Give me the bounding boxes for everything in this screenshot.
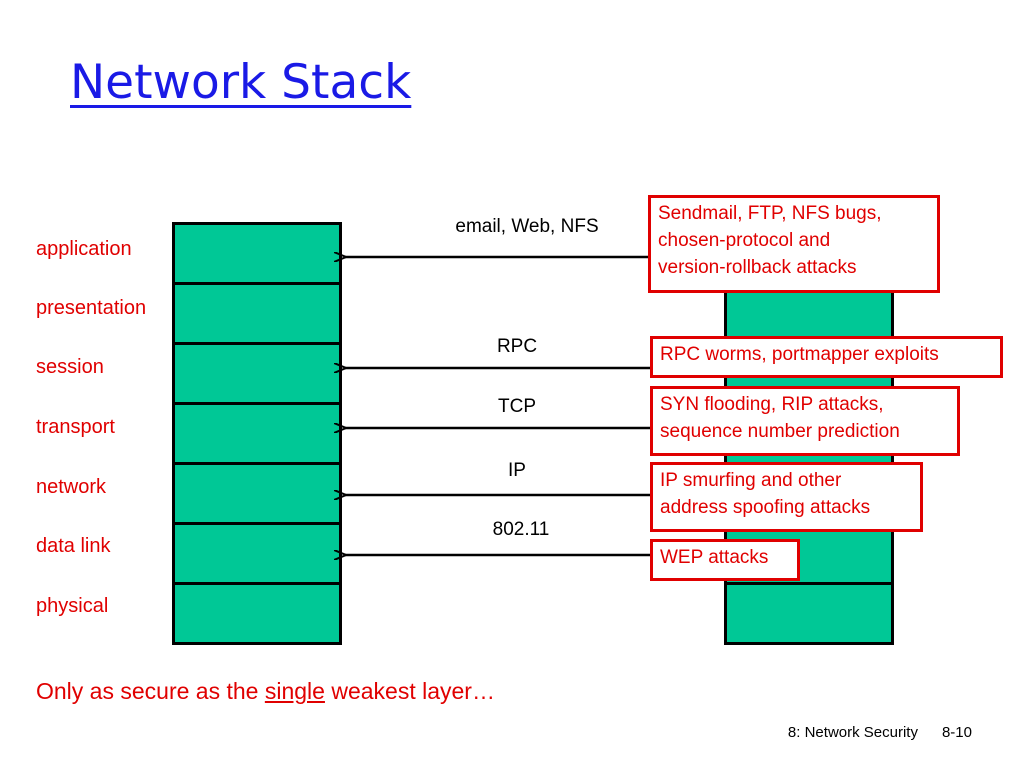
protocol-label-ip: IP	[508, 460, 526, 481]
conclusion-text-before: Only as secure as the	[36, 678, 265, 704]
slide-title: Network Stack	[70, 55, 412, 110]
stack-layer-block	[175, 225, 339, 285]
stack-layer-block	[175, 525, 339, 585]
stack-layer-block	[175, 285, 339, 345]
left-protocol-stack	[172, 222, 342, 645]
attack-box-session: RPC worms, portmapper exploits	[650, 336, 1003, 378]
stack-layer-block	[727, 525, 891, 585]
attack-box-data-link: WEP attacks	[650, 539, 800, 581]
attack-box-application: Sendmail, FTP, NFS bugs, chosen-protocol…	[648, 195, 940, 293]
footer-page-number: 8-10	[941, 724, 972, 741]
protocol-label-tcp: TCP	[498, 396, 536, 417]
layer-label-physical: physical	[36, 595, 109, 617]
stack-layer-block	[175, 405, 339, 465]
protocol-label-application: email, Web, NFS	[455, 216, 599, 237]
protocol-label-rpc: RPC	[496, 336, 538, 357]
protocol-label-802-11: 802.11	[492, 519, 550, 540]
footer-chapter: 8: Network Security	[787, 724, 918, 741]
layer-label-transport: transport	[36, 416, 115, 438]
slide-footer: 8: Network Security 8-10	[788, 724, 972, 741]
layer-label-session: session	[36, 356, 104, 378]
stack-layer-block	[175, 345, 339, 405]
layer-label-network: network	[36, 476, 107, 498]
conclusion-text: Only as secure as the single weakest lay…	[36, 678, 495, 705]
attack-box-network: IP smurfing and other address spoofing a…	[650, 462, 923, 532]
conclusion-text-after: weakest layer…	[324, 678, 495, 704]
layer-label-application: application	[36, 238, 132, 260]
conclusion-emphasis: single	[264, 678, 325, 704]
layer-label-data-link: data link	[36, 535, 111, 557]
attack-box-transport: SYN flooding, RIP attacks, sequence numb…	[650, 386, 960, 456]
layer-label-presentation: presentation	[36, 297, 147, 319]
stack-layer-block	[175, 465, 339, 525]
